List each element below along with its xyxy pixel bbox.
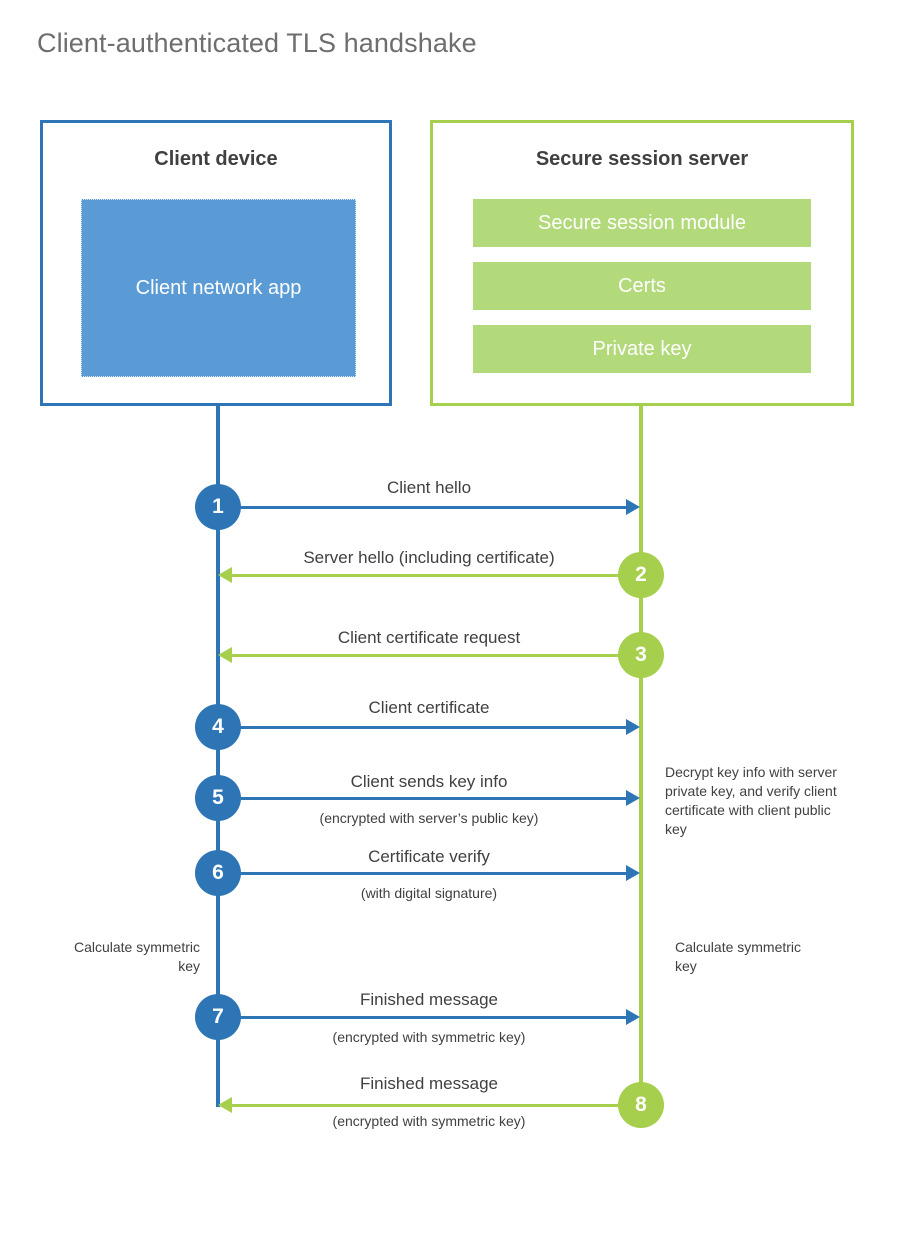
server-component-secure-session-module: Secure session module (473, 199, 811, 247)
step-2-arrow-head (218, 567, 232, 583)
secure-session-server-box: Secure session server Secure session mod… (430, 120, 854, 406)
step-2-circle[interactable]: 2 (618, 552, 664, 598)
server-decrypt-note: Decrypt key info with server private key… (665, 764, 837, 837)
step-6-circle[interactable]: 6 (195, 850, 241, 896)
step-3-arrow-line (232, 654, 640, 657)
client-device-title: Client device (154, 148, 278, 170)
step-1-label: Client hello (386, 478, 472, 497)
step-8-arrow-head (218, 1097, 232, 1113)
page-title: Client-authenticated TLS handshake (37, 28, 477, 58)
step-2-arrow-line (232, 574, 640, 577)
secure-session-server-title: Secure session server (535, 148, 749, 170)
step-3-circle[interactable]: 3 (618, 632, 664, 678)
step-4-circle[interactable]: 4 (195, 704, 241, 750)
step-5-arrow-head (626, 790, 640, 806)
step-1-circle[interactable]: 1 (195, 484, 241, 530)
step-7-label: Finished message (360, 990, 498, 1009)
client-lifeline (216, 405, 220, 1107)
step-6-label: Certificate verify (368, 847, 490, 866)
client-network-app-label: Client network app (135, 277, 302, 299)
step-8-sublabel: (encrypted with symmetric key) (332, 1113, 526, 1129)
step-5-arrow-line (218, 797, 626, 800)
step-5-sublabel: (encrypted with server’s public key) (319, 810, 539, 826)
step-4-label: Client certificate (368, 698, 490, 717)
client-calculate-symmetric-key-note: Calculate symmetric key (73, 939, 200, 974)
step-1-arrow-head (626, 499, 640, 515)
step-6-arrow-head (626, 865, 640, 881)
step-4-arrow-line (218, 726, 626, 729)
step-1-arrow-line (218, 506, 626, 509)
server-calculate-symmetric-key-note: Calculate symmetric key (675, 939, 802, 974)
step-7-sublabel: (encrypted with symmetric key) (332, 1029, 526, 1045)
step-3-label: Client certificate request (337, 628, 521, 647)
step-8-circle[interactable]: 8 (618, 1082, 664, 1128)
step-7-circle[interactable]: 7 (195, 994, 241, 1040)
step-5-label: Client sends key info (350, 772, 508, 791)
step-8-arrow-line (232, 1104, 640, 1107)
server-component-private-key: Private key (473, 325, 811, 373)
client-network-app-block: Client network app (81, 199, 356, 377)
step-6-arrow-line (218, 872, 626, 875)
step-5-circle[interactable]: 5 (195, 775, 241, 821)
step-6-sublabel: (with digital signature) (360, 885, 498, 901)
client-device-box: Client device Client network app (40, 120, 392, 406)
step-8-label: Finished message (360, 1074, 498, 1093)
step-7-arrow-line (218, 1016, 626, 1019)
step-4-arrow-head (626, 719, 640, 735)
step-2-label: Server hello (including certificate) (303, 548, 555, 567)
step-7-arrow-head (626, 1009, 640, 1025)
server-lifeline (639, 405, 643, 1107)
step-3-arrow-head (218, 647, 232, 663)
server-component-certs: Certs (473, 262, 811, 310)
